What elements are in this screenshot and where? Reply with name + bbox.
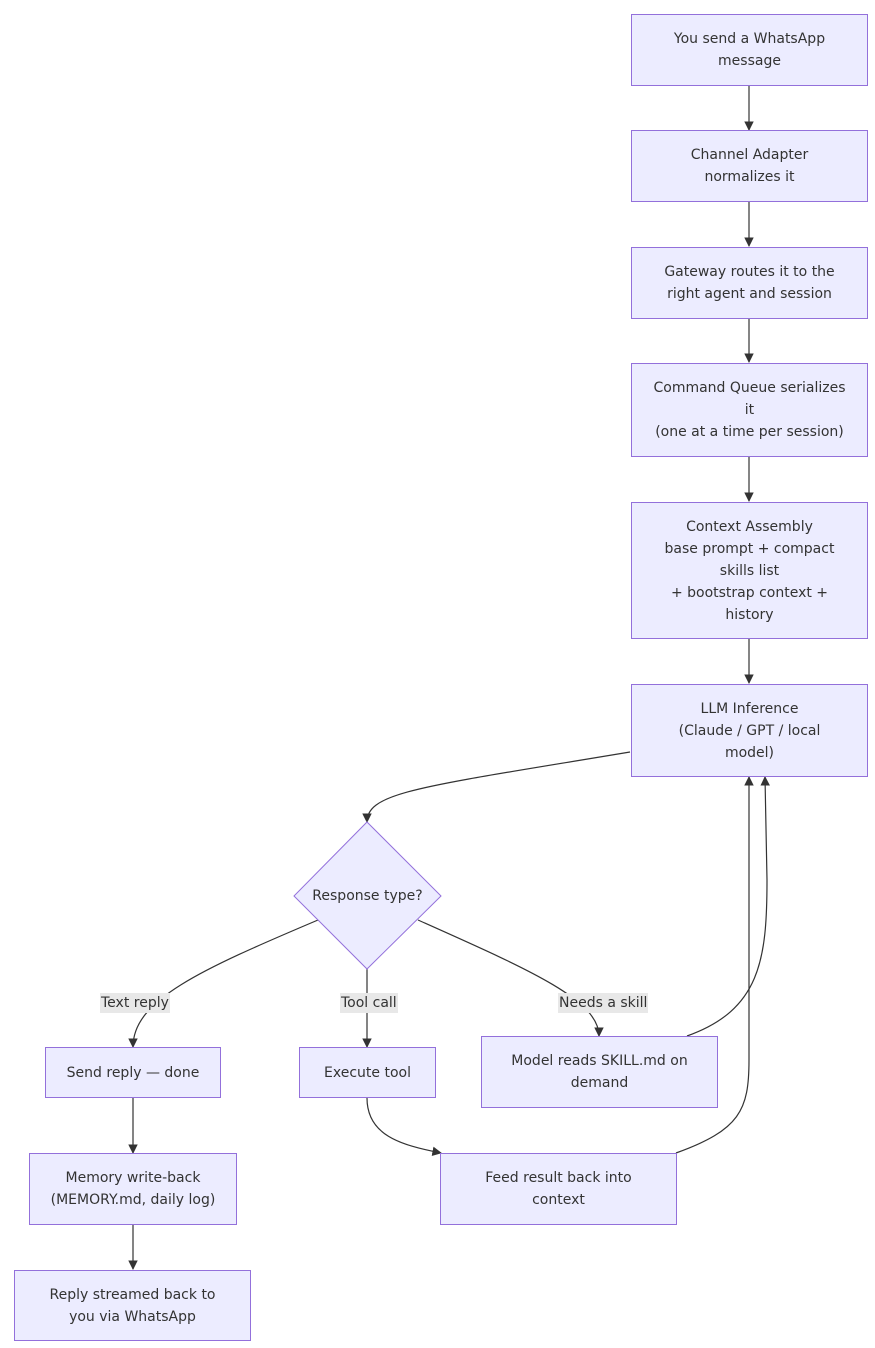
decision-label: Response type? [312, 887, 423, 904]
decision-diamond [293, 821, 442, 970]
node-feed-result: Feed result back into context [440, 1153, 677, 1225]
node-reply-streamed: Reply streamed back to you via WhatsApp [14, 1270, 251, 1341]
node-llm-inference: LLM Inference (Claude / GPT / local mode… [631, 684, 868, 777]
node-whatsapp-message: You send a WhatsApp message [631, 14, 868, 86]
edge-tool-feed [366, 1097, 442, 1157]
node-command-queue: Command Queue serializes it (one at a ti… [631, 363, 868, 457]
node-memory-writeback: Memory write-back (MEMORY.md, daily log) [29, 1153, 237, 1225]
edge-llm-decision [362, 751, 631, 823]
node-skill-read: Model reads SKILL.md on demand [481, 1036, 718, 1108]
edge-label-tool-call: Tool call [340, 993, 398, 1013]
edge-decision-textreply [128, 919, 319, 1048]
node-context-assembly: Context Assembly base prompt + compact s… [631, 502, 868, 639]
node-execute-tool: Execute tool [299, 1047, 436, 1098]
node-gateway: Gateway routes it to the right agent and… [631, 247, 868, 319]
node-send-reply: Send reply — done [45, 1047, 221, 1098]
edge-label-text-reply: Text reply [100, 993, 170, 1013]
node-channel-adapter: Channel Adapter normalizes it [631, 130, 868, 202]
edge-skill-llm [686, 776, 770, 1037]
edge-label-needs-skill: Needs a skill [558, 993, 649, 1013]
edge-decision-skill [417, 919, 604, 1037]
edge-feed-llm [675, 776, 754, 1154]
